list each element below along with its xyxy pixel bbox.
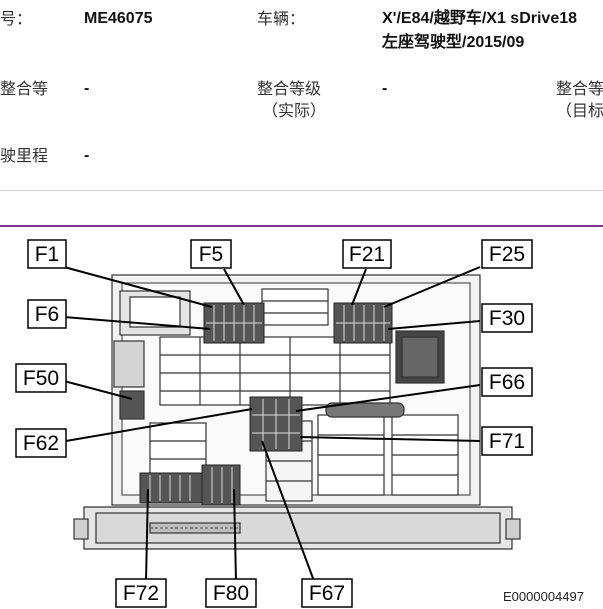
label-integration-level-target: 整合等 [556, 79, 603, 98]
label-mileage: 驶里程 [0, 146, 49, 165]
callout-f67: F67 [301, 578, 353, 608]
callout-f62: F62 [15, 428, 67, 458]
svg-text:F67: F67 [309, 582, 345, 605]
svg-text:F30: F30 [489, 307, 525, 330]
leader-lines [63, 266, 481, 582]
callout-f66: F66 [481, 367, 533, 397]
callout-f30: F30 [481, 303, 533, 333]
label-integration-level: 整合等 [0, 79, 49, 98]
svg-text:F80: F80 [213, 582, 249, 605]
callout-f50: F50 [15, 363, 67, 393]
table-divider [0, 190, 603, 191]
callout-f1: F1 [27, 239, 67, 269]
callout-f72: F72 [115, 578, 167, 608]
mileage-value: - [84, 147, 90, 164]
fuse-cluster-center [249, 396, 303, 452]
svg-text:F50: F50 [23, 367, 59, 390]
svg-text:F62: F62 [23, 432, 59, 455]
callout-f21: F21 [342, 239, 392, 269]
fuse-cluster-bottom-left [139, 464, 241, 506]
svg-text:F66: F66 [489, 371, 525, 394]
fuse-cluster-top-left [203, 302, 265, 344]
label-integration-level-actual: 整合等级 [257, 79, 322, 98]
fuse-cluster-top-right [333, 302, 393, 344]
order-number-value: ME46075 [84, 10, 153, 27]
callout-f25: F25 [481, 239, 533, 269]
callout-f80: F80 [205, 578, 257, 608]
svg-text:F71: F71 [489, 430, 525, 453]
callout-f6: F6 [27, 299, 67, 329]
reference-code: E0000004497 [503, 589, 584, 604]
svg-text:F25: F25 [489, 243, 525, 266]
vehicle-value-line1: X'/E84/越野车/X1 sDrive18 [382, 10, 578, 27]
svg-text:F5: F5 [199, 243, 224, 266]
label-integration-level-actual-sub: （实际） [262, 101, 327, 120]
integration-level-value: - [84, 80, 90, 97]
fuse-box-diagram: F1 F5 F21 F25 F6 F30 F50 F66 F62 F71 F72 [15, 239, 533, 608]
svg-text:F72: F72 [123, 582, 159, 605]
section-divider [0, 225, 603, 227]
vehicle-value-line2: 左座驾驶型/2015/09 [382, 34, 525, 51]
label-integration-level-target-sub: （目标 [556, 101, 603, 120]
svg-text:F6: F6 [35, 303, 60, 326]
svg-text:F21: F21 [349, 243, 385, 266]
label-vehicle: 车辆： [257, 9, 306, 28]
callout-f5: F5 [190, 239, 232, 269]
integration-level-actual-value: - [382, 80, 388, 97]
callout-f71: F71 [481, 426, 533, 456]
svg-text:F1: F1 [35, 243, 60, 266]
label-order-number: 号： [0, 9, 33, 28]
